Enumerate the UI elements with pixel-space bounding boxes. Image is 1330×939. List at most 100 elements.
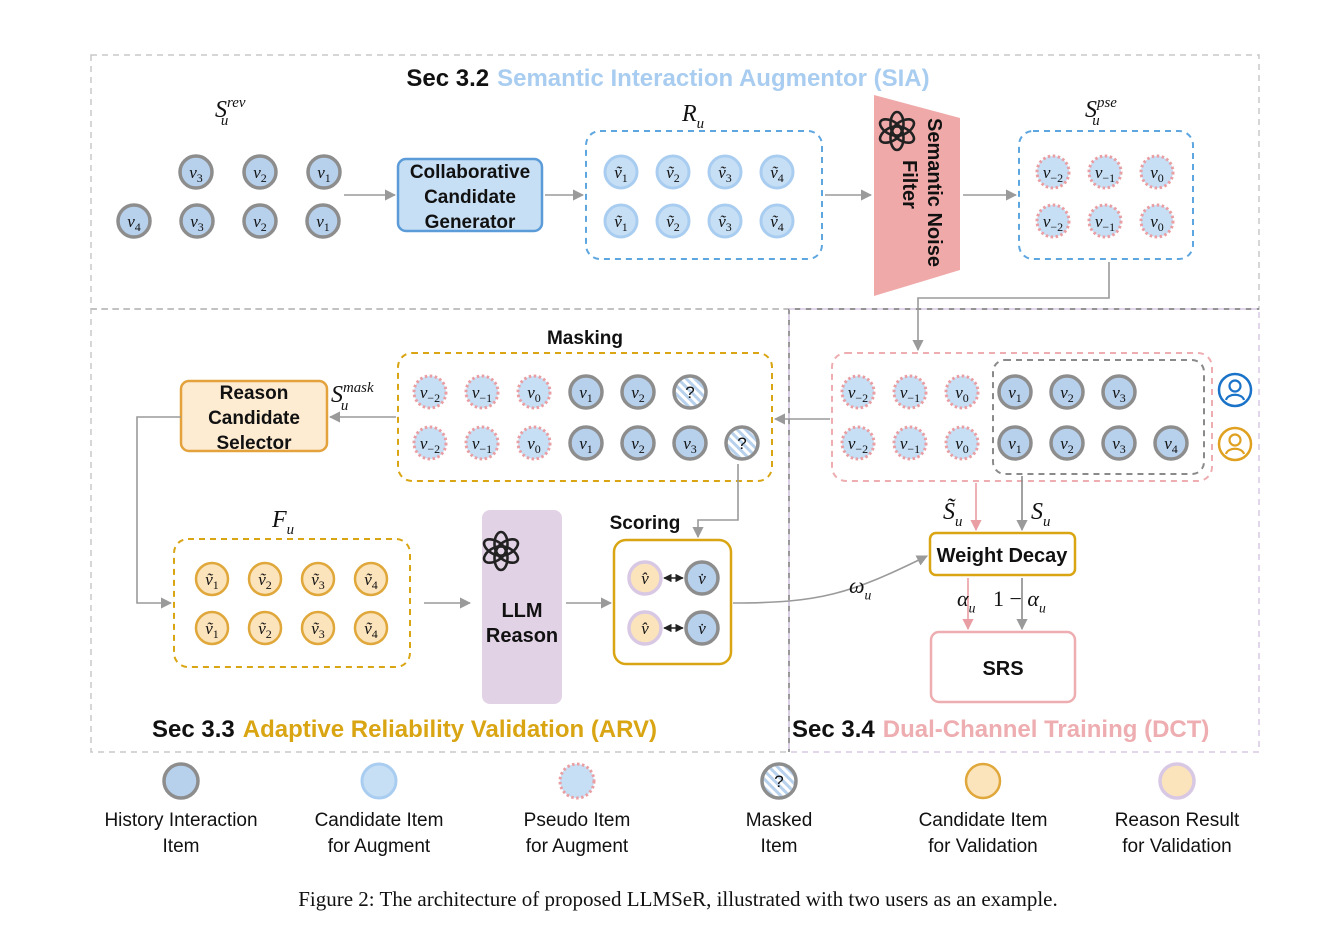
user-icon-blue (1217, 372, 1253, 408)
arv-frame (90, 308, 790, 753)
pseudo-item-circle: v−2 (1035, 154, 1071, 190)
svg-text:for Augment: for Augment (526, 836, 629, 857)
svg-text:?: ? (737, 434, 746, 453)
history-item-circle: v3 (1101, 374, 1137, 410)
svg-text:ṽ1: ṽ1 (614, 163, 628, 185)
svg-text:Reason Result: Reason Result (1115, 810, 1240, 831)
svg-text:v0: v0 (955, 383, 969, 405)
pseudo-item-circle: v0 (1139, 203, 1175, 239)
validation-item-circle: ṽ3 (300, 610, 336, 646)
box-label-line: Candidate (424, 187, 516, 208)
history-item-circle: v2 (1049, 374, 1085, 410)
item-circles: v3 v2 v1 v4 v3 v2 v1 ṽ1 ṽ2 ṽ3 ṽ4 ṽ1 ṽ2 ṽ3 ṽ4 v−2 v−1 v0 v−… (116, 154, 1189, 646)
openai-logo-icon (878, 110, 916, 152)
dct-sequence-group (831, 352, 1213, 482)
history-item-circle: v1 (305, 203, 341, 239)
box-label-line: Candidate (208, 408, 300, 429)
svg-text:v0: v0 (527, 434, 541, 456)
history-item-circle: v2 (242, 203, 278, 239)
svg-text:v0: v0 (1150, 212, 1164, 234)
svg-text:v−2: v−2 (1043, 163, 1063, 185)
math-label: Su (1031, 499, 1050, 530)
svg-text:v0: v0 (527, 383, 541, 405)
svg-text:ṽ2: ṽ2 (258, 619, 272, 641)
r-u-group (585, 130, 823, 260)
pseudo-item-circle: v−1 (1087, 154, 1123, 190)
svg-text:v2: v2 (1060, 434, 1074, 456)
history-item-circle: v̇ (684, 560, 720, 596)
pseudo-item-circle: v0 (516, 374, 552, 410)
svg-text:v1: v1 (1008, 383, 1022, 405)
svg-text:ṽ3: ṽ3 (311, 619, 325, 641)
box-label-line: Generator (425, 212, 516, 233)
reason-label: Reason (486, 625, 558, 647)
svg-text:ṽ1: ṽ1 (205, 570, 219, 592)
srs-label: SRS (982, 658, 1023, 680)
svg-text:Candidate Item: Candidate Item (315, 810, 444, 831)
pseudo-item-circle: v0 (944, 425, 980, 461)
pseudo-item-circle: v−2 (840, 425, 876, 461)
candidate-item-circle: ṽ1 (603, 203, 639, 239)
weight-decay-label: Weight Decay (937, 545, 1069, 567)
svg-text:v−1: v−1 (1095, 163, 1115, 185)
history-item-circle: v3 (1101, 425, 1137, 461)
math-label: Fu (271, 507, 294, 538)
box-label-line: Collaborative (410, 162, 530, 183)
svg-text:v−2: v−2 (1043, 212, 1063, 234)
svg-text:v−2: v−2 (848, 434, 868, 456)
candidate-item-circle: ṽ4 (759, 154, 795, 190)
svg-text:v0: v0 (1150, 163, 1164, 185)
candidate-item-circle: ṽ3 (707, 154, 743, 190)
pseudo-item-circle: v−1 (892, 425, 928, 461)
pseudo-item-circle: v−1 (892, 374, 928, 410)
candidate-item-circle: ṽ2 (655, 203, 691, 239)
history-item-circle: v̇ (684, 610, 720, 646)
math-label: αu (957, 586, 976, 616)
svg-text:ṽ2: ṽ2 (258, 570, 272, 592)
validation-item-circle: ṽ3 (300, 561, 336, 597)
svg-text:v1: v1 (579, 434, 593, 456)
semantic-noise-filter (874, 95, 960, 296)
svg-text:ṽ3: ṽ3 (311, 570, 325, 592)
svg-text:Masked: Masked (746, 810, 813, 831)
masked-item-circle: ? (672, 374, 708, 410)
candidate-item-circle: ṽ3 (707, 203, 743, 239)
svg-text:v4: v4 (127, 212, 141, 234)
svg-text:for Augment: for Augment (328, 836, 431, 857)
candidate-item-circle: ṽ4 (759, 203, 795, 239)
scoring-box (612, 538, 733, 666)
svg-text:v−1: v−1 (900, 383, 920, 405)
svg-text:v2: v2 (1060, 383, 1074, 405)
svg-text:for Validation: for Validation (1122, 836, 1232, 857)
user-icon-orange (1217, 426, 1253, 462)
history-item-circle: v1 (997, 374, 1033, 410)
svg-text:v4: v4 (1164, 434, 1178, 456)
pseudo-item-circle: v−2 (1035, 203, 1071, 239)
pseudo-item-circle: v−2 (840, 374, 876, 410)
masking-group (397, 352, 773, 482)
candidate-item-circle: ṽ1 (603, 154, 639, 190)
masked-item-circle: ? (724, 425, 760, 461)
scoring-title: Scoring (610, 513, 681, 534)
history-item-circle: v3 (672, 425, 708, 461)
svg-text:?: ? (685, 383, 694, 402)
validation-item-circle: ṽ2 (247, 561, 283, 597)
svg-text:v3: v3 (1112, 434, 1126, 456)
math-label: ωu (849, 573, 872, 603)
openai-logo-icon (482, 530, 520, 572)
svg-text:v3: v3 (189, 163, 203, 185)
srs-box (929, 630, 1077, 704)
reason-item-circle: v̂ (627, 610, 663, 646)
svg-text:v̇: v̇ (698, 569, 706, 588)
svg-text:Pseudo Item: Pseudo Item (524, 810, 631, 831)
validation-item-circle: ṽ4 (353, 610, 389, 646)
legend-item-reason: Reason Result for Validation (1115, 762, 1240, 857)
